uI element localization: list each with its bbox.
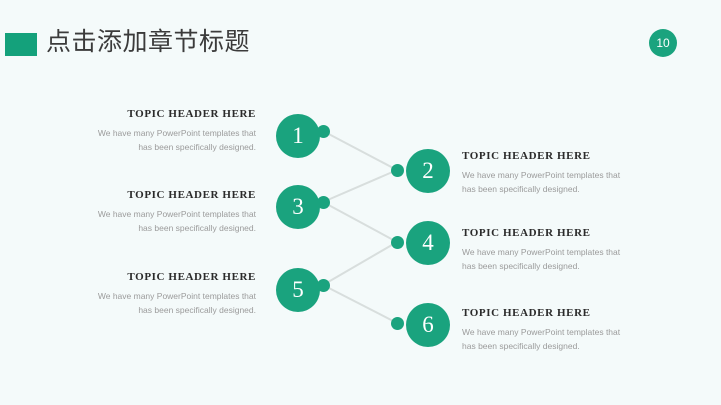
node-dot-2: [391, 164, 404, 177]
node-circle-1[interactable]: 1: [276, 114, 320, 158]
page-number-badge: 10: [649, 29, 677, 57]
topic-block-6: TOPIC HEADER HERE We have many PowerPoin…: [462, 307, 634, 353]
topic-title-6: TOPIC HEADER HERE: [462, 307, 591, 319]
node-dot-6: [391, 317, 404, 330]
topic-title-5: TOPIC HEADER HERE: [127, 271, 256, 283]
topic-title-1: TOPIC HEADER HERE: [127, 108, 256, 120]
topic-block-2: TOPIC HEADER HERE We have many PowerPoin…: [462, 150, 634, 196]
node-circle-4[interactable]: 4: [406, 221, 450, 265]
topic-block-5: TOPIC HEADER HERE We have many PowerPoin…: [84, 271, 256, 317]
topic-body-1: We have many PowerPoint templates that h…: [97, 128, 256, 152]
topic-body-6: We have many PowerPoint templates that h…: [462, 327, 621, 351]
node-circle-3[interactable]: 3: [276, 185, 320, 229]
topic-body-4: We have many PowerPoint templates that h…: [462, 247, 621, 271]
topic-title-3: TOPIC HEADER HERE: [127, 189, 256, 201]
topic-block-3: TOPIC HEADER HERE We have many PowerPoin…: [84, 189, 256, 235]
topic-title-2: TOPIC HEADER HERE: [462, 150, 591, 162]
node-circle-5[interactable]: 5: [276, 268, 320, 312]
topic-body-2: We have many PowerPoint templates that h…: [462, 170, 621, 194]
page-title: 点击添加章节标题: [46, 29, 251, 56]
topic-title-4: TOPIC HEADER HERE: [462, 227, 591, 239]
topic-block-1: TOPIC HEADER HERE We have many PowerPoin…: [84, 108, 256, 154]
node-dot-3: [317, 196, 330, 209]
node-circle-2[interactable]: 2: [406, 149, 450, 193]
node-circle-6[interactable]: 6: [406, 303, 450, 347]
topic-body-5: We have many PowerPoint templates that h…: [97, 291, 256, 315]
node-dot-4: [391, 236, 404, 249]
node-dot-5: [317, 279, 330, 292]
topic-block-4: TOPIC HEADER HERE We have many PowerPoin…: [462, 227, 634, 273]
node-dot-1: [317, 125, 330, 138]
topic-body-3: We have many PowerPoint templates that h…: [97, 209, 256, 233]
header-accent-square: [5, 33, 37, 56]
